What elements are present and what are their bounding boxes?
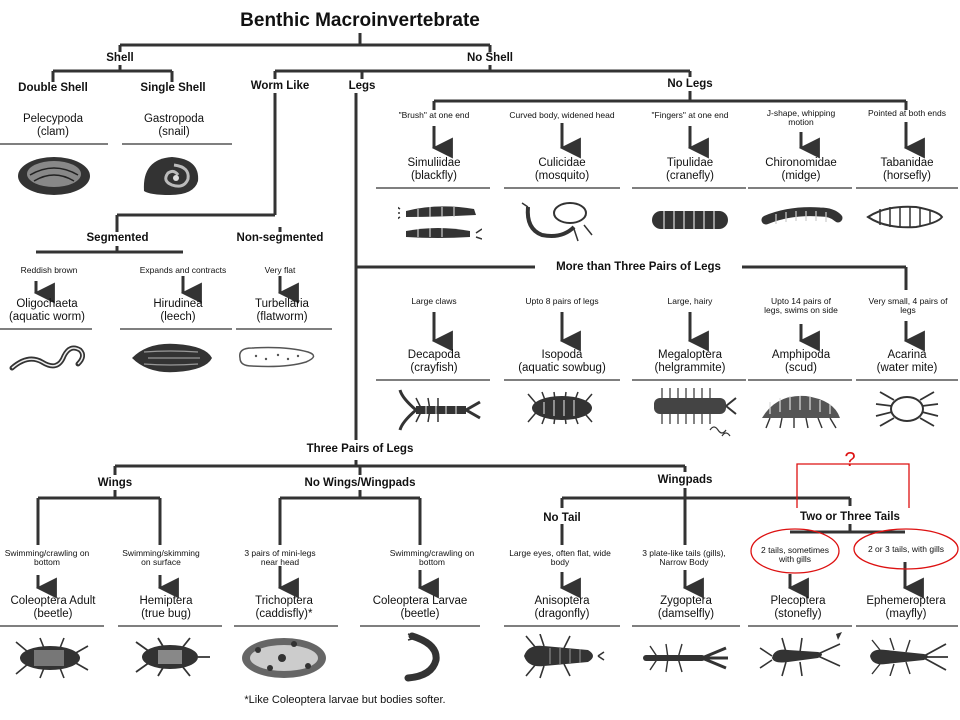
desc-megaloptera: Large, hairy: [667, 296, 713, 306]
desc-hirudinea: Expands and contracts: [139, 265, 227, 275]
desc-tipulidae: "Fingers" at one end: [651, 110, 729, 120]
name-zygoptera: Zygoptera(damselfly): [657, 595, 715, 620]
scud-icon: [762, 395, 840, 429]
name-plecoptera: Plecoptera(stonefly): [770, 595, 826, 620]
caddisfly-icon: [242, 638, 326, 678]
desc-oligochaeta: Reddish brown: [20, 265, 78, 275]
mayfly-nymph-icon: [870, 637, 948, 676]
label-shell: Shell: [106, 52, 134, 64]
diagram-title: Benthic Macroinvertebrate: [240, 10, 480, 31]
dragonfly-nymph-icon: [524, 634, 605, 679]
name-simuliidae: Simuliidae(blackfly): [407, 157, 461, 182]
label-no-wings: No Wings/Wingpads: [304, 477, 416, 489]
horsefly-larva-icon: [866, 205, 944, 229]
flatworm-icon: [239, 346, 315, 368]
beetle-icon: [15, 637, 89, 679]
label-two-or-three-tails: Two or Three Tails: [800, 511, 900, 523]
name-chironomidae: Chironomidae(midge): [765, 157, 837, 182]
name-coleoptera-adult: Coleoptera Adult(beetle): [10, 595, 96, 620]
desc-zygoptera: 3 plate-like tails (gills),Narrow Body: [642, 548, 726, 568]
hellgrammite-icon: [654, 388, 737, 437]
desc-tabanidae: Pointed at both ends: [868, 108, 946, 118]
midge-larva-icon: [761, 207, 843, 225]
leech-icon: [132, 343, 212, 373]
label-no-shell: No Shell: [466, 52, 513, 64]
name-acarina: Acarina(water mite): [876, 349, 938, 374]
desc-ephemeroptera: 2 or 3 tails, with gills: [867, 544, 945, 554]
label-worm-like: Worm Like: [250, 80, 310, 92]
label-three-pairs: Three Pairs of Legs: [306, 443, 414, 455]
name-hemiptera: Hemiptera(true bug): [139, 595, 193, 620]
label-wings: Wings: [97, 477, 133, 489]
blackfly-larva-icon: [398, 206, 482, 240]
desc-decapoda: Large claws: [411, 296, 457, 306]
name-tabanidae: Tabanidae(horsefly): [880, 157, 934, 182]
stonefly-nymph-icon: [759, 632, 842, 677]
cranefly-larva-icon: [652, 211, 728, 229]
name-culicidae: Culicidae(mosquito): [534, 157, 590, 182]
question-mark: ?: [844, 449, 856, 471]
desc-culicidae: Curved body, widened head: [509, 110, 615, 120]
name-ephemeroptera: Ephemeroptera(mayfly): [866, 595, 946, 620]
desc-turbellaria: Very flat: [264, 265, 296, 275]
label-segmented: Segmented: [86, 232, 149, 244]
label-legs: Legs: [348, 80, 376, 92]
question-annotation: [750, 463, 959, 574]
snail-icon: [143, 157, 199, 195]
name-tipulidae: Tipulidae(cranefly): [666, 157, 714, 182]
name-pelecypoda: Pelecypoda(clam): [22, 113, 84, 138]
name-turbellaria: Turbellaria(flatworm): [255, 298, 309, 323]
name-trichoptera: Trichoptera(caddisfly)*: [255, 595, 313, 620]
label-no-tail: No Tail: [543, 512, 581, 524]
true-bug-icon: [135, 637, 210, 677]
worm-icon: [9, 345, 86, 371]
name-isopoda: Isopoda(aquatic sowbug): [518, 349, 606, 374]
desc-simuliidae: "Brush" at one end: [398, 110, 470, 120]
name-anisoptera: Anisoptera(dragonfly): [534, 595, 590, 620]
label-wingpads: Wingpads: [657, 474, 713, 486]
label-no-legs: No Legs: [667, 78, 713, 90]
name-amphipoda: Amphipoda(scud): [771, 349, 831, 374]
crayfish-icon: [398, 389, 481, 431]
name-gastropoda: Gastropoda(snail): [143, 113, 205, 138]
name-decapoda: Decapoda(crayfish): [407, 349, 461, 374]
clam-icon: [18, 157, 90, 195]
mosquito-larva-icon: [521, 202, 593, 242]
name-coleoptera-larvae: Coleoptera Larvae(beetle): [372, 595, 468, 620]
label-single-shell: Single Shell: [140, 82, 206, 94]
beetle-larva-icon: [404, 632, 440, 682]
sowbug-icon: [527, 391, 593, 425]
label-more-than-three-pairs: More than Three Pairs of Legs: [556, 261, 721, 273]
name-megaloptera: Megaloptera(helgrammite): [654, 349, 726, 374]
label-non-segmented: Non-segmented: [236, 232, 324, 244]
water-mite-icon: [875, 391, 939, 427]
name-hirudinea: Hirudinea(leech): [153, 298, 203, 323]
name-oligochaeta: Oligochaeta(aquatic worm): [8, 298, 86, 323]
footnote: *Like Coleoptera larvae but bodies softe…: [244, 694, 446, 706]
damselfly-nymph-icon: [643, 643, 728, 673]
label-double-shell: Double Shell: [18, 82, 88, 94]
desc-isopoda: Upto 8 pairs of legs: [525, 296, 599, 306]
